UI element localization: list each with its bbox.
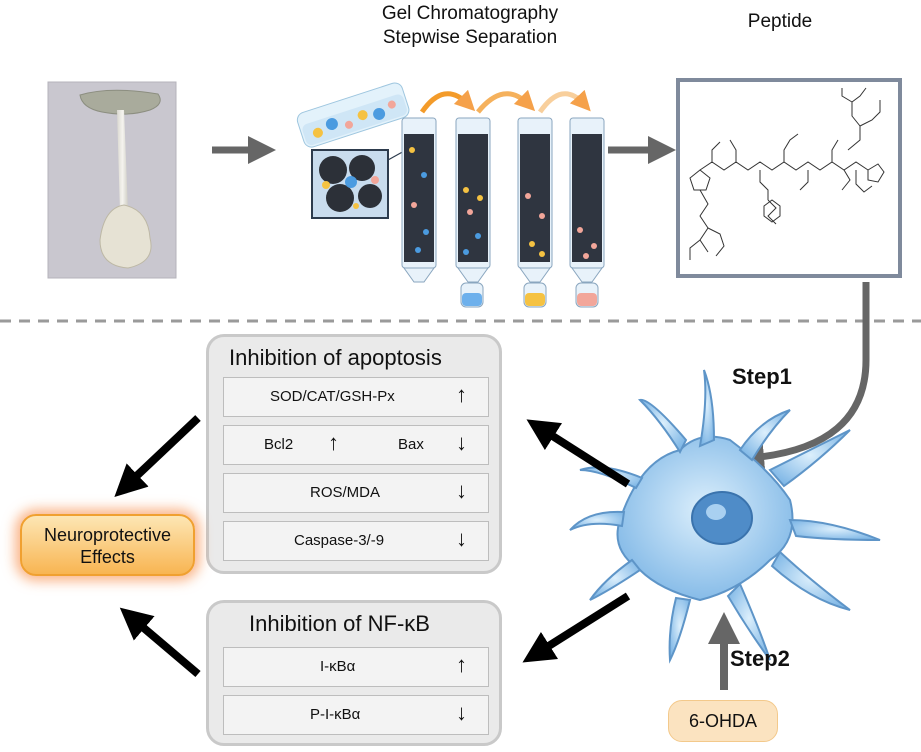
peptide-structure [676,78,902,278]
bead-vial [296,82,410,148]
gel-title-line2: Stepwise Separation [382,27,558,48]
transfer-arrows [419,89,591,114]
row-label-right: Bax [398,436,424,453]
apoptosis-panel: Inhibition of apoptosis SOD/CAT/GSH-Px ↑… [206,334,502,574]
up-arrow-icon: ↑ [456,382,467,407]
column-4 [569,117,605,283]
arrow-apoptosis-to-outcome [114,415,201,497]
row-bcl2-bax: Bcl2 ↑ Bax ↓ [223,425,489,465]
arrow-neuron-to-nfkb [522,592,631,663]
nfkb-panel: Inhibition of NF-κB I-κBα ↑ P-I-κBα ↓ [206,600,502,746]
row-ros-mda: ROS/MDA ↓ [223,473,489,513]
collection-vials [460,282,599,308]
outcome-line1: Neuroprotective [43,525,172,545]
row-caspase: Caspase-3/-9 ↓ [223,521,489,561]
nfkb-title: Inhibition of NF-κB [249,611,430,636]
bead-zoom-inset [311,141,423,219]
down-arrow-icon: ↓ [456,526,467,551]
row-label-left: Bcl2 [264,436,294,453]
row-label: I-κBα [320,658,356,675]
neuroprotective-effects-box: Neuroprotective Effects [20,514,195,576]
apoptosis-title: Inhibition of apoptosis [229,345,442,370]
down-arrow-icon: ↓ [456,478,467,503]
step1-label: Step1 [732,364,792,389]
row-label: P-I-κBα [310,706,361,723]
row-ikba: I-κBα ↑ [223,647,489,687]
row-label: Caspase-3/-9 [294,532,385,549]
inducer-6-ohda-box: 6-OHDA [668,700,778,742]
row-sod-cat-gsh: SOD/CAT/GSH-Px ↑ [223,377,489,417]
row-p-ikba: P-I-κBα ↓ [223,695,489,735]
down-arrow-icon: ↓ [456,700,467,725]
up-arrow-icon: ↑ [328,430,339,455]
gel-title-line1: Gel Chromatography [381,3,559,24]
neuron-cell-image [569,369,881,664]
outcome-line2: Effects [80,547,135,567]
peptide-title: Peptide [747,11,813,32]
row-label: SOD/CAT/GSH-Px [270,388,395,405]
column-3 [517,117,553,283]
mushroom-photo [47,81,177,279]
chromatography-columns [401,117,605,283]
column-2 [455,117,491,283]
arrow-nfkb-to-outcome [119,607,201,678]
step1-arrow [736,282,870,471]
gel-chromatography-title: Gel Chromatography Stepwise Separation [330,2,610,50]
down-arrow-icon: ↓ [456,430,467,455]
row-label: ROS/MDA [310,484,381,501]
step2-label: Step2 [730,646,790,671]
up-arrow-icon: ↑ [456,652,467,677]
column-1 [401,117,437,283]
arrow-neuron-to-apoptosis [526,419,631,488]
